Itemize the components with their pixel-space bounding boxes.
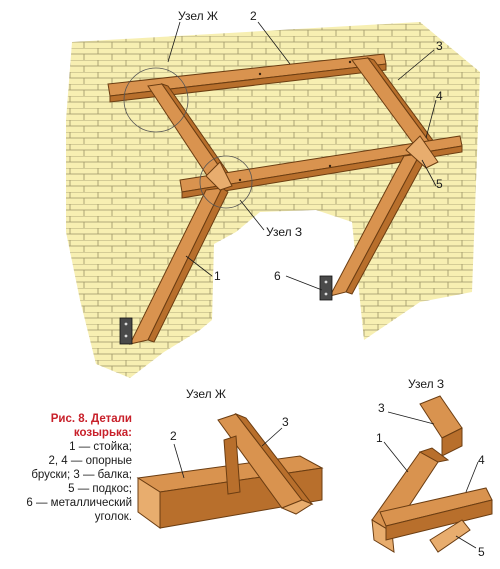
detail-z-num-5: 5 [478, 545, 485, 559]
label-node-zh: Узел Ж [178, 9, 218, 23]
caption-line-6: уголок. [94, 511, 132, 523]
label-detail-z: Узел З [408, 377, 444, 391]
detail-node-zh: Узел Ж 2 3 [136, 387, 324, 529]
left-beam [147, 83, 238, 187]
left-brace [205, 161, 233, 191]
caption-line-2: 2, 4 — опорные [48, 455, 133, 467]
label-detail-zh: Узел Ж [186, 387, 226, 401]
caption-line-1: 1 — стойка; [69, 441, 132, 453]
detail-z-num-3: 3 [378, 401, 385, 415]
metal-corner-left [119, 317, 133, 345]
node-z-circle [199, 155, 253, 209]
detail-node-z: Узел З 3 1 4 5 [371, 377, 493, 559]
num-3: 3 [436, 39, 443, 53]
caption-line-5: 6 — металлический [26, 497, 132, 509]
node-zh-circle [123, 67, 189, 133]
left-post [129, 187, 229, 345]
caption-title-2: козырька: [73, 427, 132, 439]
num-6: 6 [274, 269, 281, 283]
caption-line-3: бруски; 3 — балка; [31, 469, 132, 481]
label-node-z: Узел З [266, 225, 302, 239]
metal-corner-right [319, 275, 333, 301]
detail-zh-num-3: 3 [282, 415, 289, 429]
detail-z-num-1: 1 [376, 431, 383, 445]
caption-line-4: 5 — подкос; [68, 483, 132, 495]
num-2: 2 [250, 9, 257, 23]
num-1: 1 [214, 269, 221, 283]
detail-z-num-4: 4 [478, 453, 485, 467]
caption-title-1: Рис. 8. Детали [50, 413, 132, 425]
top-support-bar [107, 53, 387, 103]
detail-zh-num-2: 2 [170, 429, 177, 443]
figure-caption: Рис. 8. Детали козырька: 1 — стойка; 2, … [6, 412, 132, 524]
num-5: 5 [436, 177, 443, 191]
right-brace [405, 135, 439, 169]
num-4: 4 [436, 89, 443, 103]
